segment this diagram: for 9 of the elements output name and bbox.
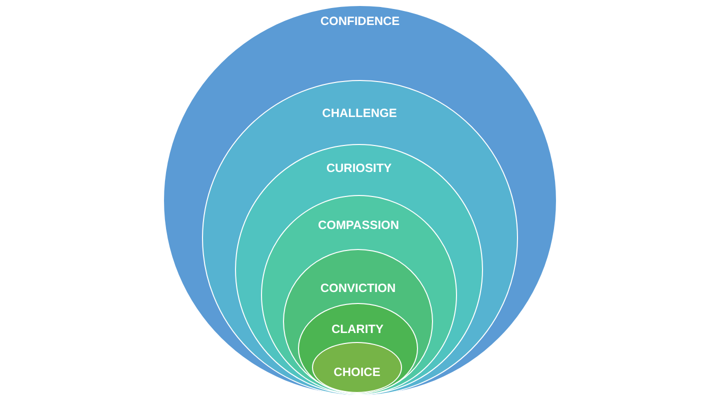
ring-label: CLARITY	[330, 320, 384, 336]
ring-label: CHALLENGE	[321, 104, 398, 120]
ring-label: CONFIDENCE	[319, 13, 401, 29]
ring-circle	[298, 302, 418, 394]
ring-label: CONVICTION	[319, 280, 397, 296]
ring-label: CURIOSITY	[325, 160, 393, 176]
ring-label: CHOICE	[332, 364, 382, 380]
ring-circle	[312, 342, 402, 393]
ring-label: COMPASSION	[316, 216, 400, 232]
